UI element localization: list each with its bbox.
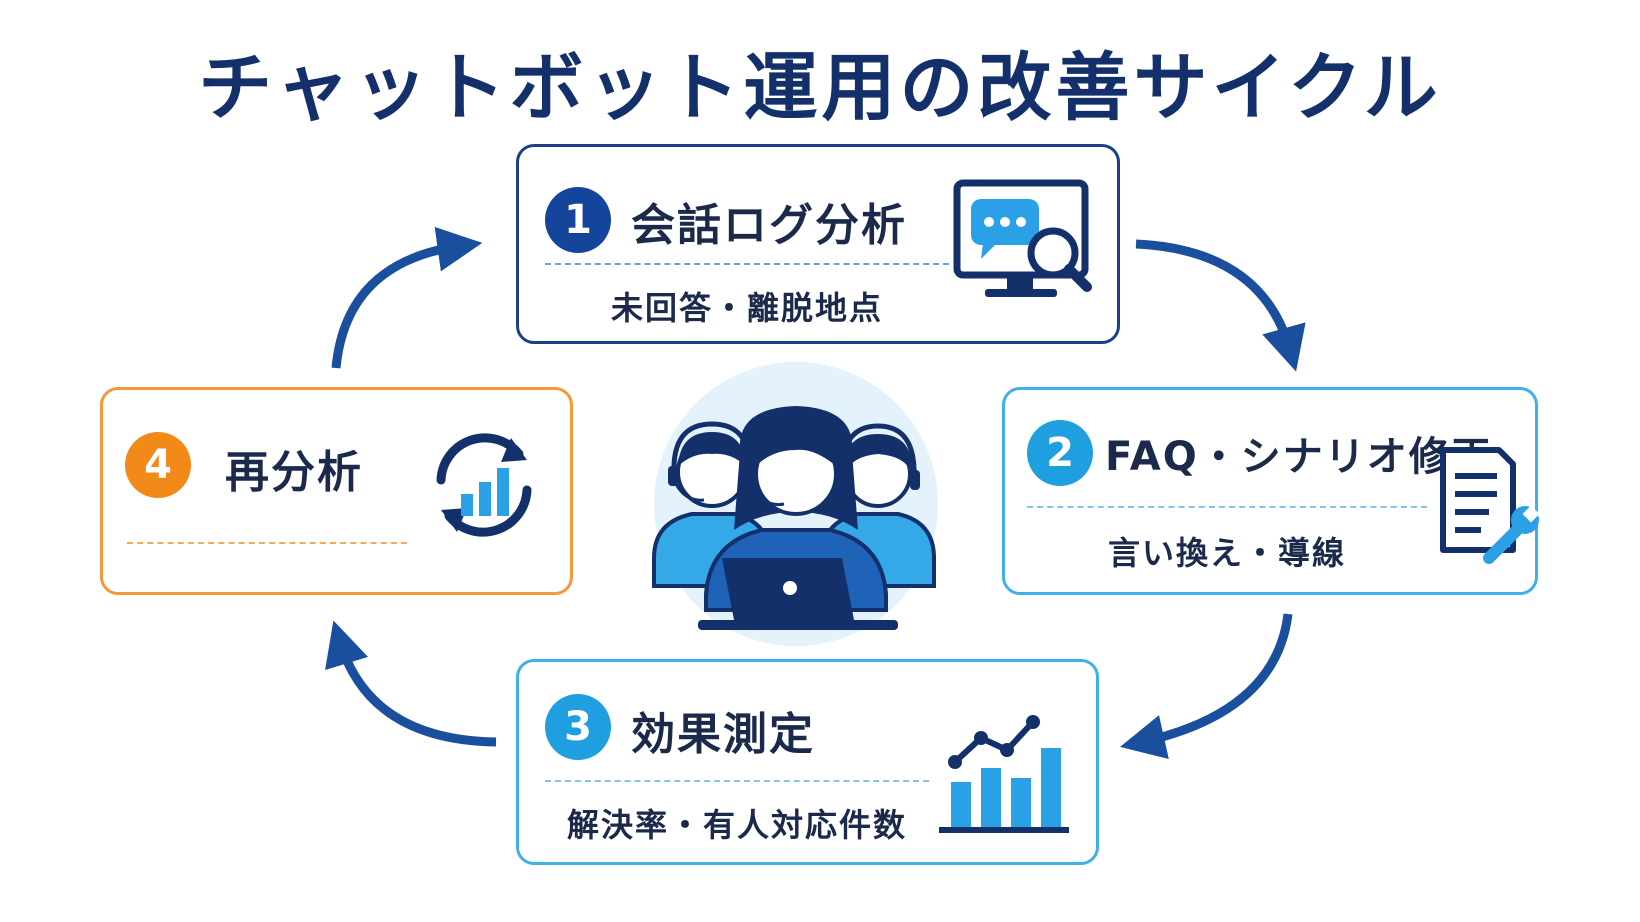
step-card-3: 3 効果測定 解決率・有人対応件数 — [516, 659, 1099, 865]
bar-line-chart-icon — [939, 715, 1069, 833]
step-card-4: 4 再分析 — [100, 387, 573, 595]
arrow-4-to-1 — [331, 226, 483, 369]
step-detail: 言い換え・導線 — [1107, 534, 1346, 572]
step-heading: FAQ・シナリオ修正 — [1105, 434, 1493, 480]
arrow-1-to-2 — [1135, 239, 1306, 372]
step-heading: 再分析 — [225, 447, 363, 498]
step-number-badge: 3 — [545, 694, 611, 760]
step-number-badge: 1 — [545, 187, 611, 253]
step-card-1: 1 会話ログ分析 未回答・離脱地点 — [516, 144, 1120, 344]
page-title: チャットボット運用の改善サイクル — [198, 45, 1442, 131]
arrow-3-to-4 — [325, 620, 497, 747]
dashed-divider — [1027, 506, 1427, 508]
step-detail: 未回答・離脱地点 — [610, 289, 883, 327]
dashed-divider — [545, 263, 949, 265]
dashed-divider — [545, 780, 929, 782]
step-heading: 効果測定 — [631, 709, 815, 760]
support-team-illustration — [652, 362, 938, 646]
refresh-chart-icon — [436, 433, 532, 537]
arrow-2-to-3 — [1120, 613, 1293, 760]
step-heading: 会話ログ分析 — [631, 200, 907, 251]
monitor-chat-search-icon — [953, 179, 1092, 297]
step-detail: 解決率・有人対応件数 — [566, 806, 907, 844]
step-number-badge: 4 — [125, 432, 191, 498]
step-card-2: 2 FAQ・シナリオ修正 言い換え・導線 — [1002, 387, 1540, 595]
dashed-divider — [127, 542, 407, 544]
document-wrench-icon — [1440, 447, 1540, 564]
step-number-badge: 2 — [1027, 420, 1093, 486]
